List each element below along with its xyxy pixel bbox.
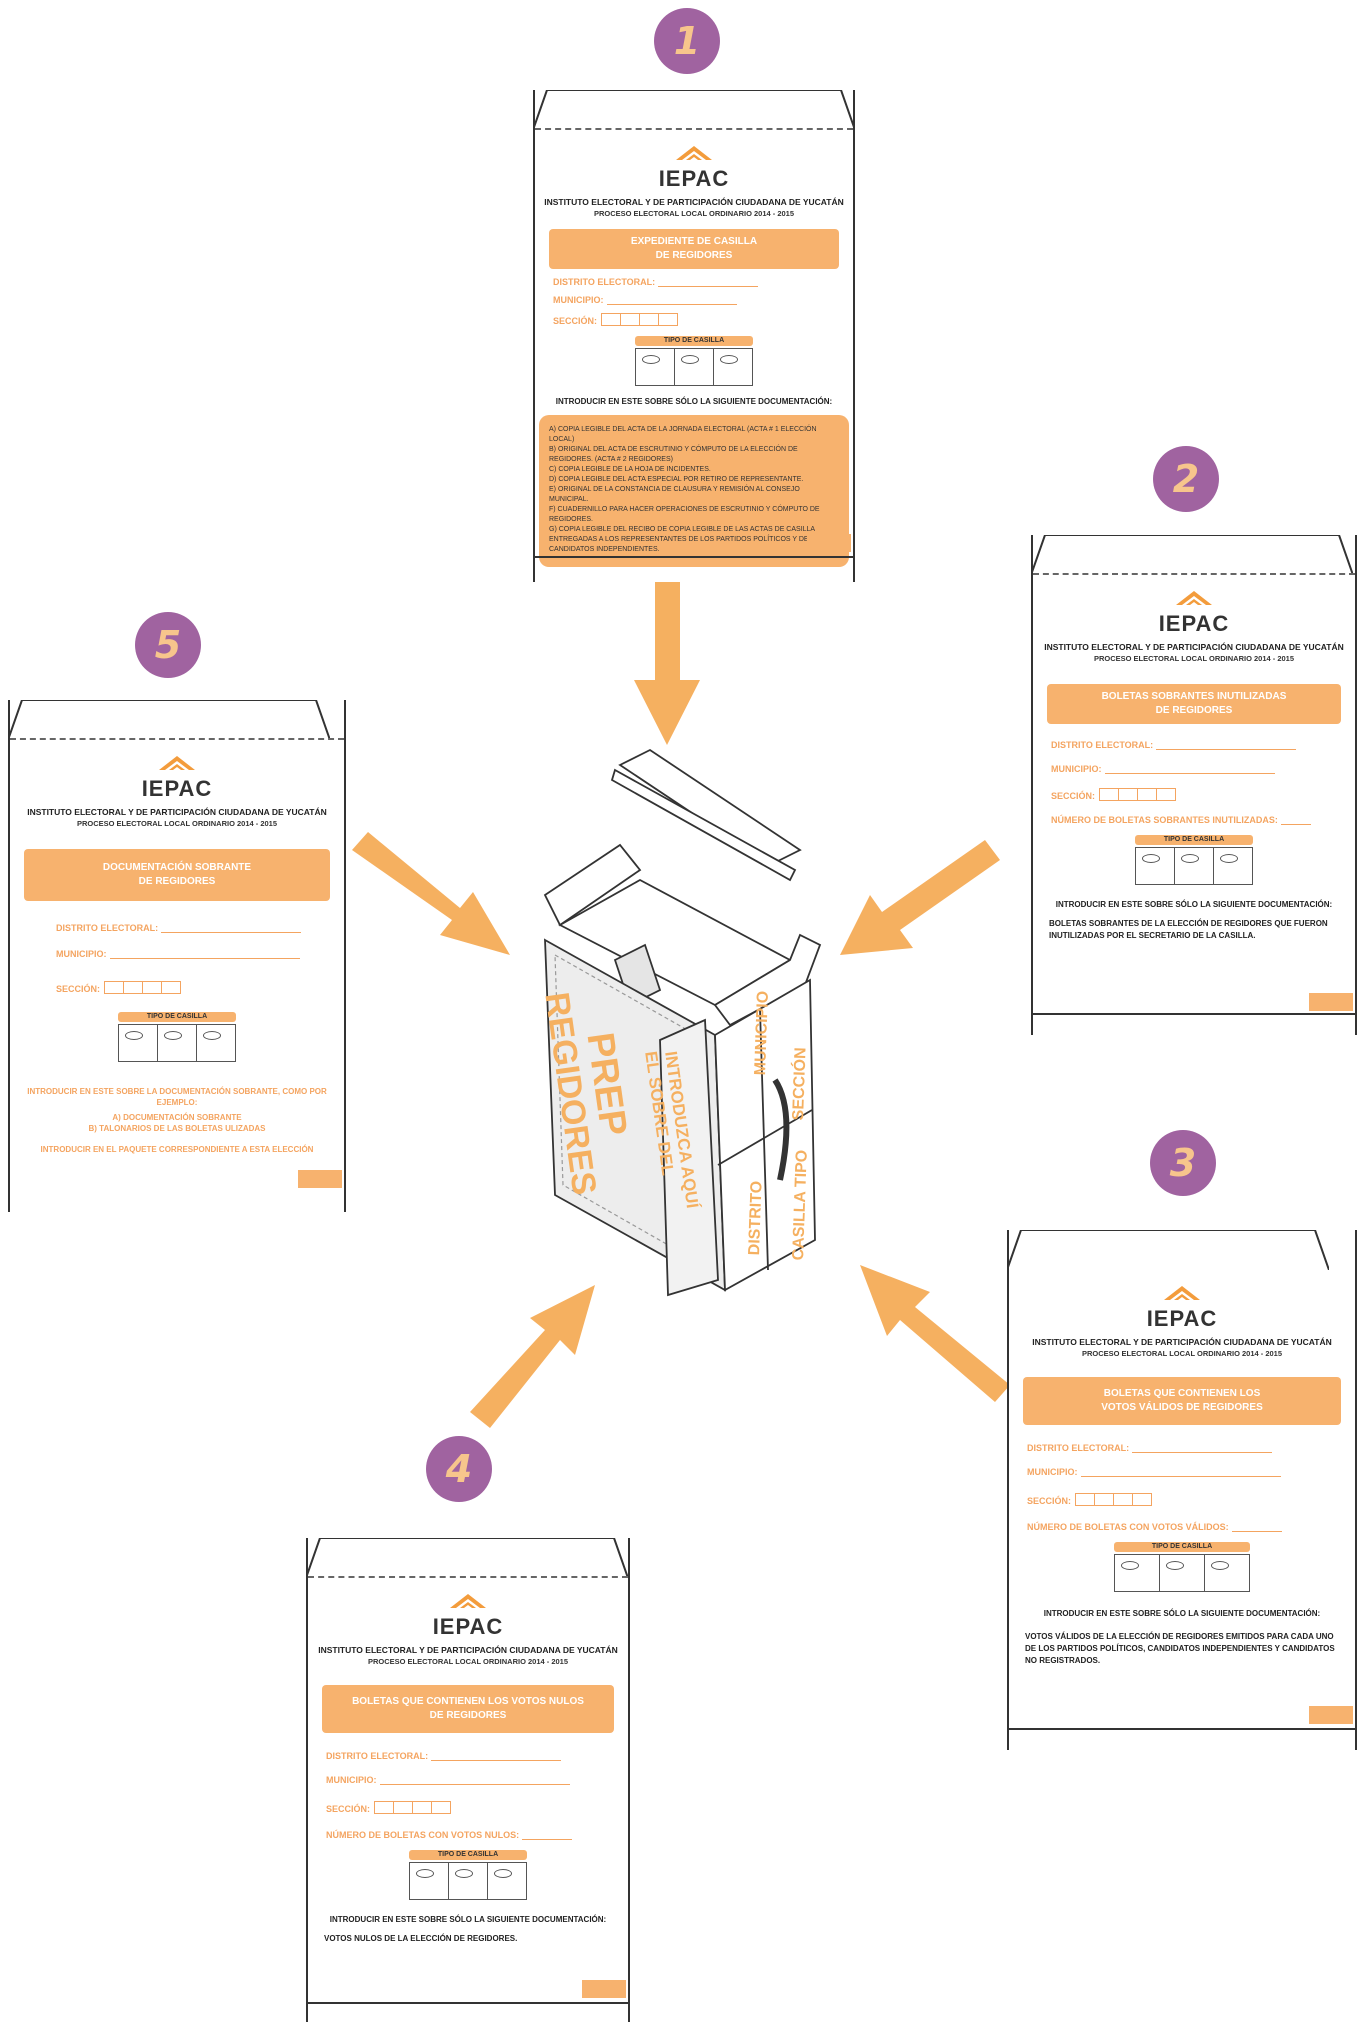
municipio-field[interactable]: MUNICIPIO: — [326, 1775, 628, 1785]
arrow-5 — [352, 832, 510, 955]
documents-list: A) COPIA LEGIBLE DEL ACTA DE LA JORNADA … — [539, 415, 849, 567]
tipo-casilla-grid: TIPO DE CASILLA — [118, 1012, 236, 1062]
institute-name: INSTITUTO ELECTORAL Y DE PARTICIPACIÓN C… — [544, 197, 844, 207]
distrito-field[interactable]: DISTRITO ELECTORAL: — [326, 1751, 628, 1761]
municipio-field[interactable]: MUNICIPIO: — [56, 949, 344, 959]
step-badge-5: 5 — [135, 612, 201, 678]
envelope-1: IEPAC INSTITUTO ELECTORAL Y DE PARTICIPA… — [533, 90, 855, 582]
box-front-text: PREP REGIDORES INTRODUZCA AQUÍ EL SOBRE … — [537, 990, 730, 1250]
envelope-note: INTRODUCIR EN ESTE SOBRE LA DOCUMENTACIÓ… — [27, 1087, 327, 1107]
distrito-field[interactable]: DISTRITO ELECTORAL: — [1051, 740, 1355, 750]
box-side-seccion: SECCIÓN — [790, 1047, 810, 1121]
distrito-field[interactable]: DISTRITO ELECTORAL: — [56, 923, 344, 933]
box-side-municipio: MUNICIPIO — [752, 990, 772, 1076]
envelope-3: IEPAC INSTITUTO ELECTORAL Y DE PARTICIPA… — [1007, 1230, 1357, 1750]
seccion-field[interactable]: SECCIÓN: — [326, 1801, 628, 1814]
box-top-flap — [618, 748, 802, 867]
distrito-field[interactable]: DISTRITO ELECTORAL: — [1027, 1443, 1355, 1453]
count-field[interactable]: NÚMERO DE BOLETAS CON VOTOS NULOS: — [326, 1830, 628, 1840]
arrow-1 — [634, 575, 700, 745]
count-field[interactable]: NÚMERO DE BOLETAS SOBRANTES INUTILIZADAS… — [1051, 815, 1355, 825]
iepac-logo: IEPAC — [535, 146, 853, 190]
iepac-logo: IEPAC — [1033, 591, 1355, 635]
step-badge-4: 4 — [426, 1436, 492, 1502]
box-lid — [610, 768, 797, 882]
step-badge-2: 2 — [1153, 446, 1219, 512]
envelope-flap — [533, 90, 855, 130]
box-left-flap — [543, 843, 642, 927]
municipio-field[interactable]: MUNICIPIO: — [553, 295, 853, 305]
arrow-2 — [840, 840, 1000, 955]
seccion-field[interactable]: SECCIÓN: — [1027, 1493, 1355, 1506]
arrow-4 — [470, 1285, 595, 1428]
process-name: PROCESO ELECTORAL LOCAL ORDINARIO 2014 -… — [593, 209, 795, 218]
box-side-casilla: CASILLA TIPO — [790, 1149, 811, 1261]
step-badge-1: 1 — [654, 8, 720, 74]
count-field[interactable]: NÚMERO DE BOLETAS CON VOTOS VÁLIDOS: — [1027, 1522, 1355, 1532]
tipo-casilla-grid: TIPO DE CASILLA — [1135, 835, 1253, 885]
tipo-casilla-grid: TIPO DE CASILLA — [1114, 1542, 1250, 1592]
instructions: INTRODUCIR EN ESTE SOBRE SÓLO LA SIGUIEN… — [555, 397, 833, 406]
box-side-distrito: DISTRITO — [746, 1180, 766, 1256]
prep-box — [543, 748, 822, 1297]
envelope-4: IEPAC INSTITUTO ELECTORAL Y DE PARTICIPA… — [306, 1538, 630, 2022]
municipio-field[interactable]: MUNICIPIO: — [1027, 1467, 1355, 1477]
municipio-field[interactable]: MUNICIPIO: — [1051, 764, 1355, 774]
envelope-5: IEPAC INSTITUTO ELECTORAL Y DE PARTICIPA… — [8, 700, 346, 1212]
envelope-note: BOLETAS SOBRANTES DE LA ELECCIÓN DE REGI… — [1049, 919, 1328, 940]
box-right-flap — [713, 933, 822, 1027]
tipo-casilla-grid: TIPO DE CASILLA — [409, 1850, 527, 1900]
arrow-3 — [860, 1265, 1010, 1402]
distrito-field[interactable]: DISTRITO ELECTORAL: — [553, 277, 853, 287]
step-badge-3: 3 — [1150, 1130, 1216, 1196]
envelope-slot — [659, 1018, 719, 1297]
seccion-field[interactable]: SECCIÓN: — [1051, 788, 1355, 801]
tipo-casilla-grid: TIPO DE CASILLA — [635, 336, 753, 386]
iepac-logo: IEPAC — [1009, 1286, 1355, 1330]
envelope-note: VOTOS VÁLIDOS DE LA ELECCIÓN DE REGIDORE… — [1025, 1632, 1335, 1665]
envelope-note: VOTOS NULOS DE LA ELECCIÓN DE REGIDORES. — [324, 1934, 518, 1943]
iepac-logo: IEPAC — [308, 1594, 628, 1638]
envelope-2: IEPAC INSTITUTO ELECTORAL Y DE PARTICIPA… — [1031, 535, 1357, 1035]
box-side-face — [714, 978, 816, 1292]
iepac-logo: IEPAC — [10, 756, 344, 800]
seccion-field[interactable]: SECCIÓN: — [553, 313, 853, 326]
seccion-field[interactable]: SECCIÓN: — [56, 981, 344, 994]
